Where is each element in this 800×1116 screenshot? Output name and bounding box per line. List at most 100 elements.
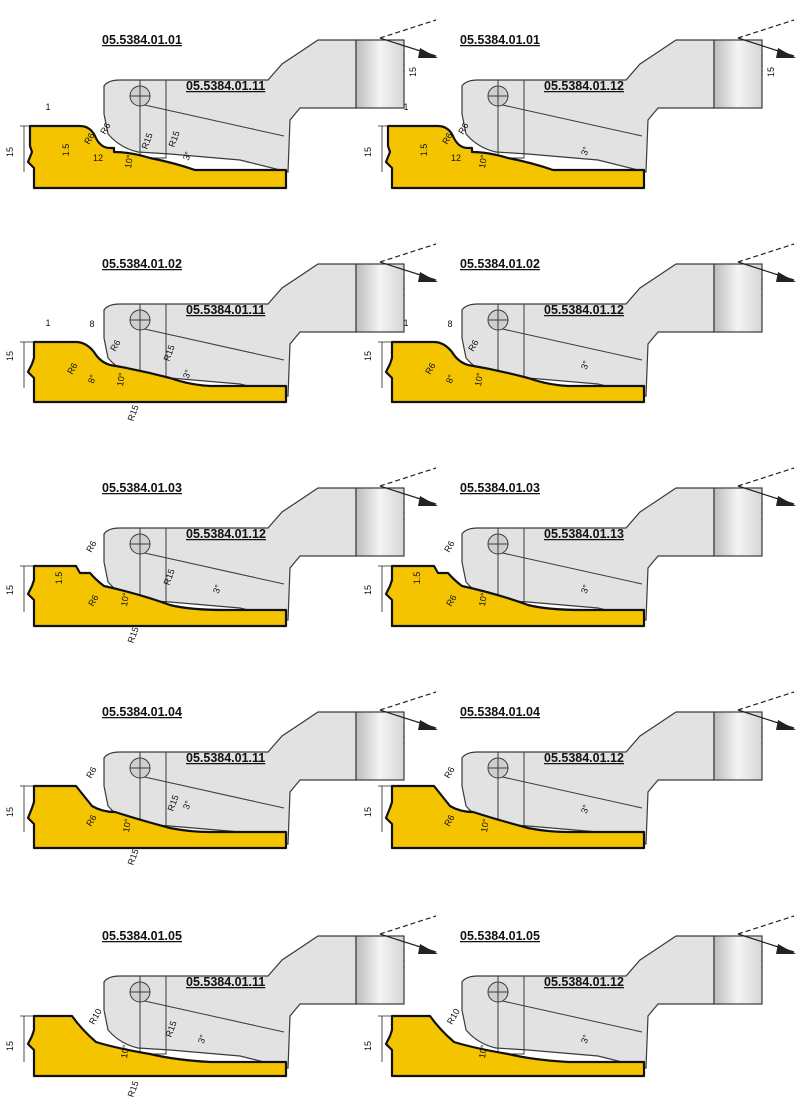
knife-code: 05.5384.01.12 <box>544 79 624 93</box>
dimension-label: 15 <box>363 1041 373 1051</box>
dimension-label: R6 <box>86 593 100 608</box>
dimension-label: R6 <box>84 765 98 780</box>
dimension-label: 8° <box>86 373 98 385</box>
cutter-code: 05.5384.01.04 <box>102 705 182 719</box>
knife-edge-line <box>139 327 285 361</box>
dimension-label: 3° <box>181 368 193 380</box>
rotation-arrow-icon <box>776 272 796 282</box>
rotation-arrow-icon <box>418 48 438 58</box>
knife-edge-line <box>497 327 643 361</box>
dimension-label: 3° <box>579 1033 591 1045</box>
cutter-shank <box>355 935 405 1005</box>
knife-edge-line <box>139 103 285 137</box>
dimension-label: 1.5 <box>419 144 429 157</box>
workpiece-profile <box>384 124 646 190</box>
dimension-label: 3° <box>579 583 591 595</box>
knife-code: 05.5384.01.11 <box>186 303 265 317</box>
dimension-label: 10° <box>115 372 127 388</box>
dimension-label: 1.5 <box>54 572 64 585</box>
cutter-code: 05.5384.01.03 <box>460 481 540 495</box>
dimension-label: 15 <box>766 67 776 77</box>
panel-5: 05.5384.01.0305.5384.01.12151.5R6R6R1510… <box>5 467 438 644</box>
rotation-dashed-line <box>737 19 795 39</box>
knife-code: 05.5384.01.11 <box>186 751 265 765</box>
dimension-label: 3° <box>196 1033 208 1045</box>
rotation-arrow-icon <box>418 272 438 282</box>
dimension-label: 10° <box>123 154 135 170</box>
dimension-label: 10° <box>121 818 133 834</box>
dimension-label: 10° <box>119 1044 131 1060</box>
cutter-body <box>103 935 357 1069</box>
knife-code: 05.5384.01.13 <box>544 527 624 541</box>
workpiece-profile <box>26 784 288 850</box>
knife-edge-line <box>139 551 285 585</box>
dimension-label: 8 <box>447 319 452 329</box>
dimension-label: R6 <box>440 131 454 146</box>
dimension-label: 12 <box>93 153 103 163</box>
knife-edge-line <box>497 999 643 1033</box>
cutter-code: 05.5384.01.02 <box>460 257 540 271</box>
knife-code: 05.5384.01.12 <box>544 975 624 989</box>
dimension-label: R6 <box>466 338 480 353</box>
knife-edge-line <box>139 775 285 809</box>
rotation-dashed-line <box>737 467 795 487</box>
cutter-body <box>461 39 715 173</box>
dimension-label: R6 <box>423 361 437 376</box>
cutter-shank <box>355 263 405 333</box>
rotation-dashed-line <box>737 915 795 935</box>
rotation-arrow-icon <box>418 944 438 954</box>
dimension-label: 10° <box>477 592 489 608</box>
dimension-label: R6 <box>442 539 456 554</box>
cutter-code: 05.5384.01.04 <box>460 705 540 719</box>
dimension-label: 15 <box>5 1041 15 1051</box>
workpiece-profile <box>384 340 646 404</box>
dimension-label: 3° <box>579 145 591 157</box>
knife-code: 05.5384.01.11 <box>186 975 265 989</box>
dimension-label: 15 <box>363 351 373 361</box>
cutter-code: 05.5384.01.01 <box>102 33 182 47</box>
dimension-label: 15 <box>363 585 373 595</box>
dimension-label: 1 <box>45 318 50 328</box>
dimension-label: R6 <box>442 765 456 780</box>
panel-2: 05.5384.01.0105.5384.01.121511.512R6R610… <box>363 19 796 190</box>
rotation-arrow-icon <box>776 720 796 730</box>
knife-code: 05.5384.01.11 <box>186 79 265 93</box>
cutter-body <box>461 935 715 1069</box>
dimension-label: 1 <box>403 102 408 112</box>
dimension-label: R6 <box>82 131 96 146</box>
dimension-label: R6 <box>65 361 79 376</box>
workpiece-profile <box>384 784 646 850</box>
cutter-code: 05.5384.01.03 <box>102 481 182 495</box>
cutter-body <box>103 39 357 173</box>
knife-code: 05.5384.01.12 <box>544 303 624 317</box>
cutter-code: 05.5384.01.05 <box>460 929 540 943</box>
cutter-shank <box>713 263 763 333</box>
cutter-code: 05.5384.01.02 <box>102 257 182 271</box>
cutter-shank <box>713 711 763 781</box>
dimension-label: 3° <box>181 150 193 162</box>
dimension-label: 15 <box>363 147 373 157</box>
dimension-label: 1 <box>403 318 408 328</box>
dimension-label: 10° <box>479 818 491 834</box>
dimension-label: 1 <box>45 102 50 112</box>
dimension-label: 3° <box>211 583 223 595</box>
workpiece-profile <box>26 1014 288 1078</box>
rotation-arrow-icon <box>776 944 796 954</box>
rotation-arrow-icon <box>418 496 438 506</box>
workpiece-profile <box>26 564 288 628</box>
dimension-label: R6 <box>84 539 98 554</box>
knife-edge-line <box>139 999 285 1033</box>
dimension-label: 15 <box>5 147 15 157</box>
panel-9: 05.5384.01.0505.5384.01.1115R10R1510°R15… <box>5 915 438 1098</box>
cutter-shank <box>713 39 763 109</box>
rotation-dashed-line <box>737 691 795 711</box>
cutter-code: 05.5384.01.01 <box>460 33 540 47</box>
cutter-code: 05.5384.01.05 <box>102 929 182 943</box>
panel-7: 05.5384.01.0405.5384.01.1115R6R6R1510°R1… <box>5 691 438 866</box>
